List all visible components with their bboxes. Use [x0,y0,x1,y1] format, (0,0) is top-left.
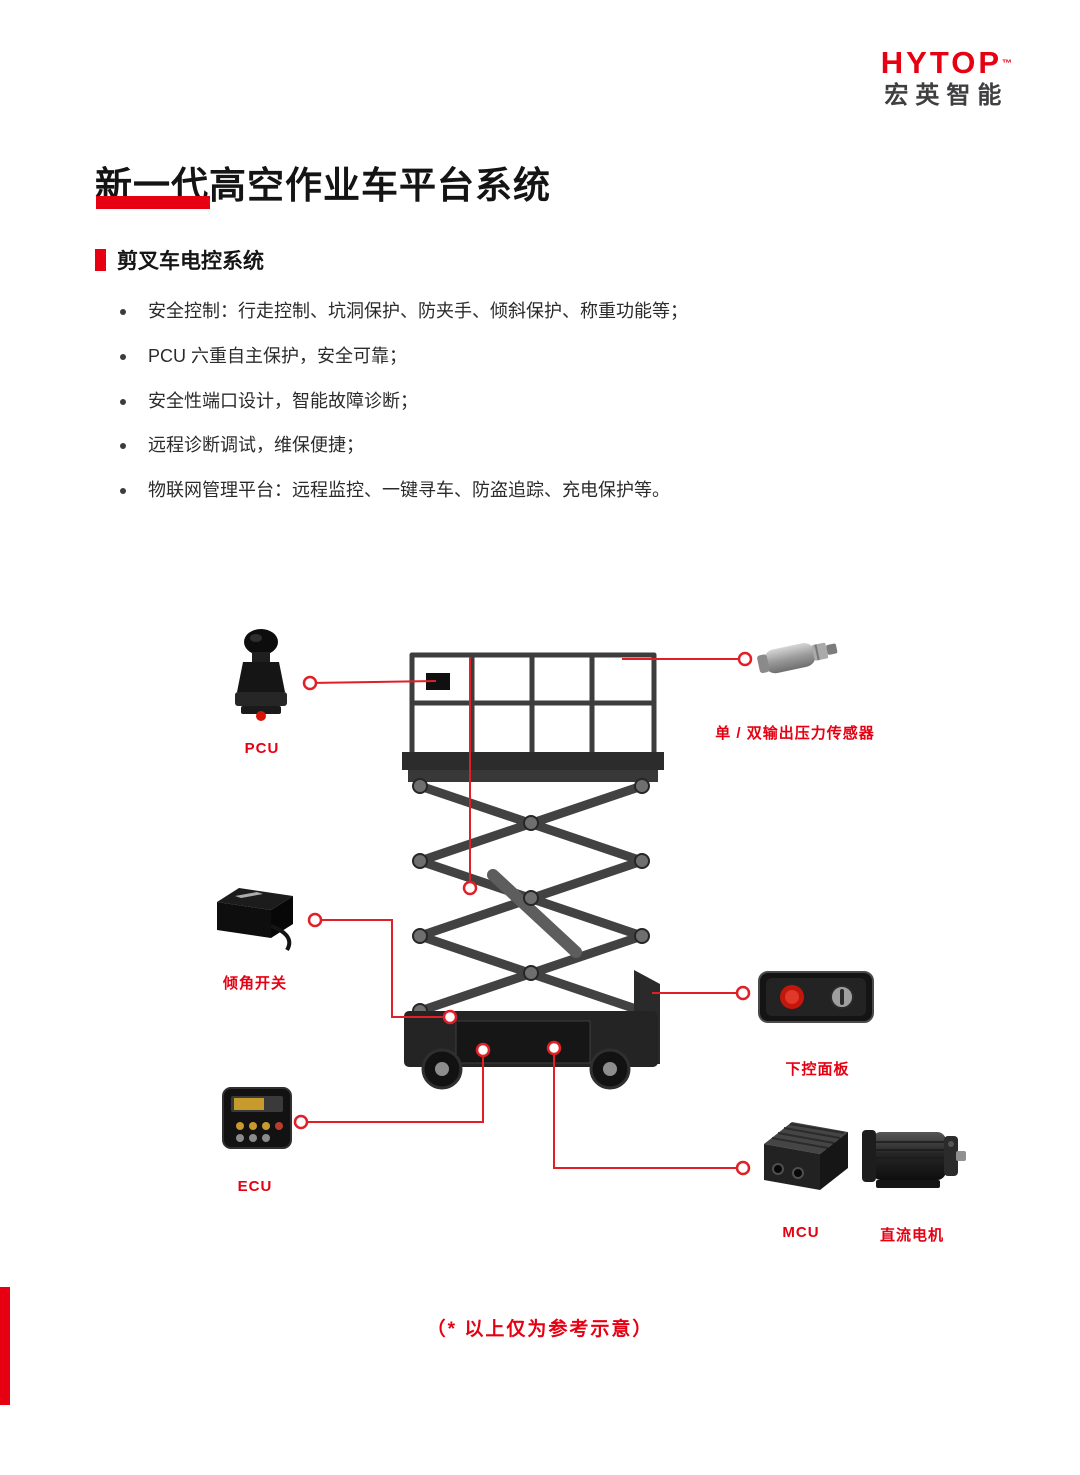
lower-control-panel-image [758,968,874,1031]
dc-motor-image [856,1118,968,1201]
label-ecu: ECU [237,1178,273,1195]
feature-item: 安全控制：行走控制、坑洞保护、防夹手、倾斜保护、称重功能等； [118,301,878,322]
title-accent-bar [96,196,210,209]
reference-footnote: （* 以上仅为参考示意） [426,1319,654,1340]
brand-company-name: 宏英智能 [884,82,1009,110]
ecu-image [220,1086,294,1155]
trademark-symbol: ™ [1002,58,1012,70]
brand-logo-text: HYTOP [880,45,1002,80]
brand-logo-wordmark: HYTOP™ [880,45,1012,80]
tilt-switch-image [205,882,301,959]
section-heading: 剪叉车电控系统 [95,245,264,275]
feature-item: 物联网管理平台：远程监控、一键寻车、防盗追踪、充电保护等。 [118,480,878,501]
mcu-image [756,1114,852,1205]
label-dc-motor: 直流电机 [879,1227,944,1244]
label-pressure-sensor: 单 / 双输出压力传感器 [715,725,875,742]
pressure-sensor-image [753,622,847,695]
label-mcu: MCU [782,1224,820,1241]
section-accent-marker [95,249,106,271]
feature-item: PCU 六重自主保护，安全可靠； [118,346,878,367]
scissor-lift-illustration [398,640,668,1100]
label-pcu: PCU [244,740,280,757]
feature-item: 安全性端口设计，智能故障诊断； [118,391,878,412]
feature-list: 安全控制：行走控制、坑洞保护、防夹手、倾斜保护、称重功能等； PCU 六重自主保… [118,301,878,526]
page-edge-accent-bar [0,1287,10,1405]
label-tilt-switch: 倾角开关 [222,975,287,992]
feature-item: 远程诊断调试，维保便捷； [118,436,878,456]
label-lower-control-panel: 下控面板 [785,1061,850,1078]
brand-logo: HYTOP™ 宏英智能 [880,45,1012,110]
pcu-joystick-image [225,626,297,727]
section-title: 剪叉车电控系统 [117,250,264,273]
